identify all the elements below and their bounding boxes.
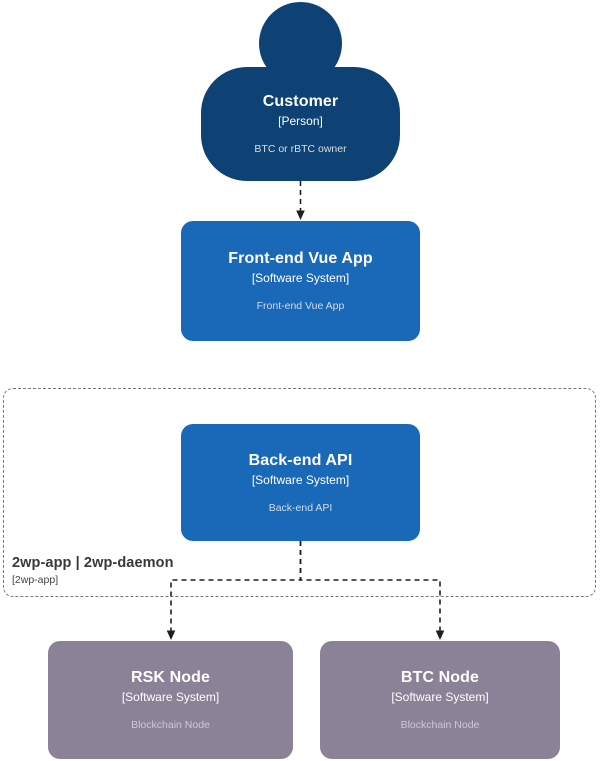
customer-description: BTC or rBTC owner [254, 143, 347, 155]
rsk-node-type: [Software System] [121, 690, 220, 704]
node-rsk-node[interactable]: RSK Node [Software System] Blockchain No… [48, 641, 293, 759]
btc-node-type: [Software System] [391, 690, 489, 704]
frontend-title: Front-end Vue App [228, 250, 373, 267]
edge-customer-to-frontend [296, 181, 305, 220]
node-btc-node[interactable]: BTC Node [Software System] Blockchain No… [320, 641, 560, 759]
boundary-type: [2wp-app] [12, 573, 59, 586]
node-customer[interactable]: Customer [Person] BTC or rBTC owner [201, 67, 400, 181]
rsk-node-title: RSK Node [130, 669, 211, 686]
boundary-name: 2wp-app | 2wp-daemon [12, 555, 174, 571]
backend-description: Back-end API [268, 501, 333, 514]
node-frontend-vue-app[interactable]: Front-end Vue App [Software System] Fron… [181, 221, 420, 341]
btc-node-title: BTC Node [400, 669, 480, 686]
frontend-description: Front-end Vue App [256, 300, 345, 312]
node-backend-api[interactable]: Back-end API [Software System] Back-end … [181, 424, 420, 541]
customer-type: [Person] [278, 114, 323, 128]
btc-node-description: Blockchain Node [400, 719, 480, 731]
backend-title: Back-end API [248, 451, 353, 469]
boundary-label: 2wp-app | 2wp-daemon [2wp-app] [12, 555, 272, 586]
customer-title: Customer [262, 93, 339, 110]
rsk-node-description: Blockchain Node [131, 719, 210, 731]
backend-type: [Software System] [251, 472, 350, 487]
frontend-type: [Software System] [251, 271, 350, 285]
